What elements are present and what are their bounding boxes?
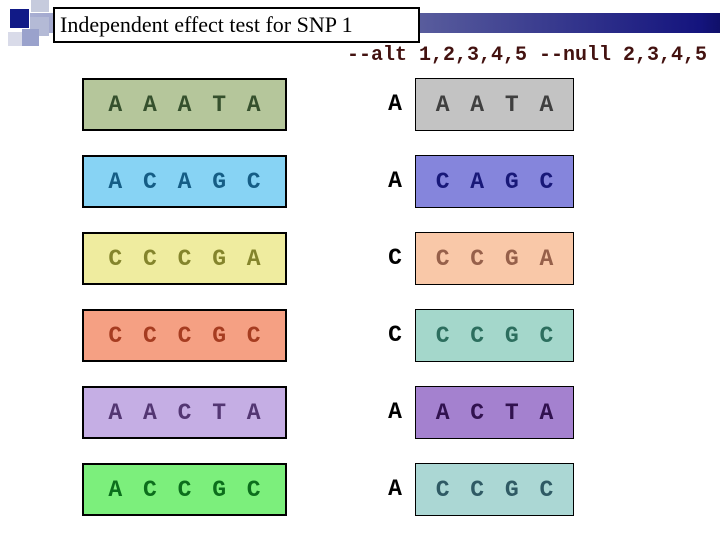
haplotype-box-conditioned-5: A C T A bbox=[415, 386, 574, 439]
haplotype-sequence: A C C G C bbox=[108, 476, 261, 503]
haplotype-box-full-5: A A C T A bbox=[82, 386, 287, 439]
haplotype-sequence: A C T A bbox=[435, 399, 554, 426]
haplotype-sequence: A C A G C bbox=[108, 168, 261, 195]
haplotype-box-conditioned-3: C C G A bbox=[415, 232, 574, 285]
haplotype-sequence: C C G C bbox=[435, 322, 554, 349]
haplotype-box-full-1: A A A T A bbox=[82, 78, 287, 131]
haplotype-box-full-3: C C C G A bbox=[82, 232, 287, 285]
page-title: Independent effect test for SNP 1 bbox=[60, 12, 353, 37]
haplotype-box-conditioned-4: C C G C bbox=[415, 309, 574, 362]
deco-square-icon bbox=[8, 32, 22, 46]
conditioning-allele-6: A bbox=[388, 476, 402, 502]
deco-square-icon bbox=[10, 9, 29, 28]
haplotype-sequence: A A A T A bbox=[108, 91, 261, 118]
haplotype-box-full-6: A C C G C bbox=[82, 463, 287, 516]
haplotype-box-conditioned-2: C A G C bbox=[415, 155, 574, 208]
conditioning-allele-2: A bbox=[388, 168, 402, 194]
haplotype-sequence: C C G C bbox=[435, 476, 554, 503]
haplotype-sequence: C C G A bbox=[435, 245, 554, 272]
slide-title-box: Independent effect test for SNP 1 bbox=[53, 7, 420, 43]
conditioning-allele-3: C bbox=[388, 245, 402, 271]
haplotype-sequence: A A C T A bbox=[108, 399, 261, 426]
haplotype-sequence: C C C G C bbox=[108, 322, 261, 349]
haplotype-sequence: A A T A bbox=[435, 91, 554, 118]
haplotype-sequence: C C C G A bbox=[108, 245, 261, 272]
haplotype-box-full-2: A C A G C bbox=[82, 155, 287, 208]
haplotype-box-conditioned-1: A A T A bbox=[415, 78, 574, 131]
conditioning-allele-4: C bbox=[388, 322, 402, 348]
haplotype-sequence: C A G C bbox=[435, 168, 554, 195]
conditioning-allele-5: A bbox=[388, 399, 402, 425]
deco-square-icon bbox=[31, 0, 49, 12]
conditioning-allele-1: A bbox=[388, 91, 402, 117]
command-line-text: --alt 1,2,3,4,5 --null 2,3,4,5 bbox=[346, 44, 707, 67]
haplotype-box-conditioned-6: C C G C bbox=[415, 463, 574, 516]
deco-square-icon bbox=[22, 29, 39, 46]
haplotype-box-full-4: C C C G C bbox=[82, 309, 287, 362]
